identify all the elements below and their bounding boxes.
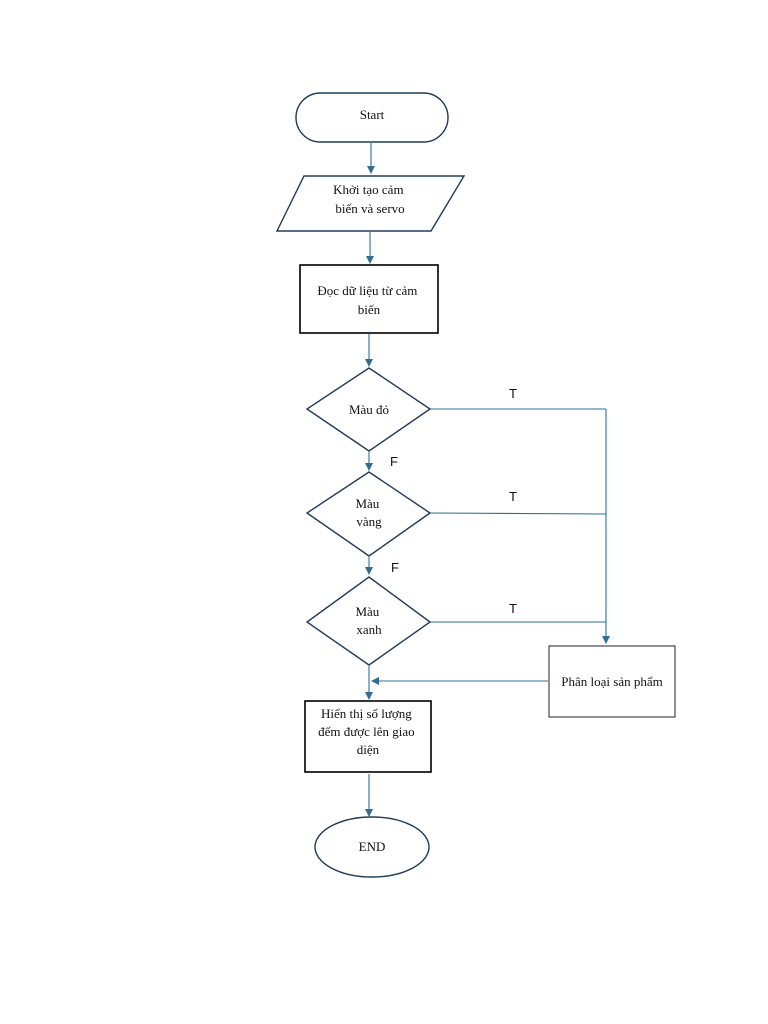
start-label: Start [360,107,385,122]
end-label: END [359,839,386,854]
display-label: Hiển thị số lượng đếm được lên giao diện [318,706,418,757]
red-decision-label: Màu đỏ [349,402,389,417]
red-decision-shape [305,367,432,452]
connector-yellow-true [429,512,607,515]
display-process-shape [304,700,432,773]
green-decision-label: Màu xanh [355,604,382,637]
init-io-shape [275,175,466,232]
sort-label: Phân loại sản phẩm [561,674,662,689]
end-terminal-shape [314,816,430,878]
green-true-label: T [509,601,517,616]
red-false-label: F [390,454,398,469]
read-process-shape [299,264,439,334]
red-true-label: T [509,386,517,401]
init-label: Khởi tạo cảm biến và servo [333,182,407,216]
read-label: Đọc dữ liệu từ cảm biến [317,283,420,317]
start-terminal-shape [295,92,449,143]
yellow-decision-shape [305,471,432,557]
yellow-decision-label: Màu vàng [355,496,382,529]
sort-process-shape [548,645,676,718]
green-decision-shape [305,576,432,666]
yellow-true-label: T [509,489,517,504]
yellow-false-label: F [391,560,399,575]
connectors [365,143,610,817]
